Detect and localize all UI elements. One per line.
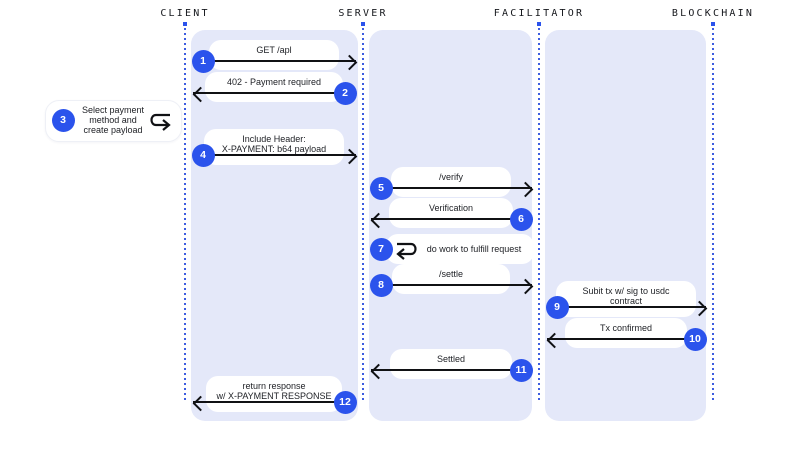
message-label: Verification bbox=[429, 203, 473, 213]
message-label-line: X-PAYMENT: b64 payload bbox=[221, 144, 327, 154]
message-label-line: GET /apl bbox=[256, 45, 292, 55]
message-bubble bbox=[391, 167, 511, 197]
message-bubble bbox=[209, 40, 339, 70]
step-badge: 7 bbox=[369, 237, 393, 261]
message-label-line: do work to fulfill request bbox=[426, 244, 522, 254]
message-label-line: Settled bbox=[436, 354, 466, 364]
message-label-line: /settle bbox=[438, 269, 464, 279]
message-label: Tx confirmed bbox=[600, 323, 652, 333]
lifeline-blockchain bbox=[712, 28, 714, 402]
message-arrow bbox=[371, 368, 521, 372]
message-arrow bbox=[193, 91, 345, 95]
lifeline-facilitator bbox=[538, 28, 540, 402]
message-bubble bbox=[206, 376, 342, 412]
message-arrow bbox=[203, 153, 356, 157]
lane-panel-2 bbox=[545, 30, 706, 421]
message-label-line: contract bbox=[609, 296, 643, 306]
actor-header-server: SERVER bbox=[338, 8, 388, 19]
message-bubble bbox=[389, 198, 513, 228]
message-arrow bbox=[381, 186, 532, 190]
actor-header-facilitator: FACILITATOR bbox=[493, 8, 585, 19]
message-label-line: 402 - Payment required bbox=[226, 77, 322, 87]
message-label-line: Verification bbox=[428, 203, 474, 213]
message-label-line: Tx confirmed bbox=[599, 323, 653, 333]
lifeline-start-dot bbox=[711, 22, 715, 26]
step-badge: 6 bbox=[509, 207, 533, 231]
lifeline-start-dot bbox=[361, 22, 365, 26]
note-label-line: create payload bbox=[83, 125, 143, 135]
message-label: 402 - Payment required bbox=[227, 77, 321, 87]
message-label-line: /verify bbox=[438, 172, 464, 182]
message-label-line: Include Header: bbox=[242, 134, 306, 144]
message-bubble bbox=[204, 129, 344, 165]
message-bubble bbox=[565, 318, 687, 348]
message-bubble bbox=[386, 234, 534, 264]
message-label: /verify bbox=[439, 172, 463, 182]
message-arrow bbox=[203, 59, 356, 63]
message-bubble bbox=[390, 349, 512, 379]
message-bubble bbox=[205, 72, 343, 102]
message-label: Settled bbox=[437, 354, 465, 364]
step-badge: 5 bbox=[369, 176, 393, 200]
step-badge: 8 bbox=[369, 273, 393, 297]
lifeline-server bbox=[362, 28, 364, 402]
step-badge: 11 bbox=[509, 358, 533, 382]
step-badge: 12 bbox=[333, 390, 357, 414]
step-badge: 10 bbox=[683, 327, 707, 351]
message-label: do work to fulfill request bbox=[427, 244, 522, 254]
lifeline-client bbox=[184, 28, 186, 402]
message-arrow bbox=[557, 305, 706, 309]
note-label-line: method and bbox=[89, 115, 137, 125]
message-bubble bbox=[392, 264, 510, 294]
message-label-line: return response bbox=[242, 381, 306, 391]
step-badge: 3 bbox=[51, 108, 75, 132]
actor-header-client: CLIENT bbox=[160, 8, 210, 19]
message-arrow bbox=[547, 337, 695, 341]
lifeline-start-dot bbox=[537, 22, 541, 26]
message-arrow bbox=[371, 217, 521, 221]
lifeline-start-dot bbox=[183, 22, 187, 26]
message-label: GET /apl bbox=[256, 45, 291, 55]
step-badge: 9 bbox=[545, 295, 569, 319]
message-label: /settle bbox=[439, 269, 463, 279]
message-label: Include Header:X-PAYMENT: b64 payload bbox=[222, 134, 326, 154]
step-badge: 4 bbox=[191, 143, 215, 167]
message-arrow bbox=[193, 400, 345, 404]
loop-arrow-icon bbox=[391, 238, 421, 265]
message-label-line: Subit tx w/ sig to usdc bbox=[582, 286, 670, 296]
message-bubble bbox=[556, 281, 696, 317]
actor-header-blockchain: BLOCKCHAIN bbox=[671, 8, 755, 19]
step-badge: 1 bbox=[191, 49, 215, 73]
message-arrow bbox=[381, 283, 532, 287]
loop-arrow-icon bbox=[146, 109, 176, 136]
note-label-line: Select payment bbox=[81, 105, 145, 115]
message-label-line: w/ X-PAYMENT RESPONSE bbox=[216, 391, 332, 401]
step-badge: 2 bbox=[333, 81, 357, 105]
